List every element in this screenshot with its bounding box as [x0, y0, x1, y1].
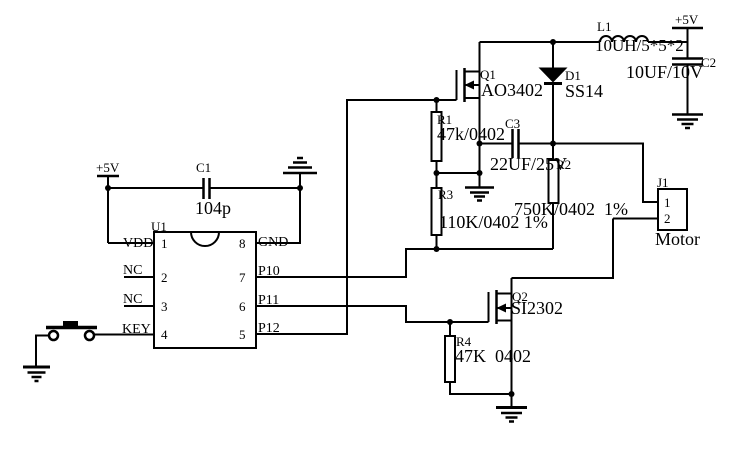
r1-ref-label: R1: [437, 112, 452, 127]
u1-pin7-num: 7: [239, 270, 246, 285]
c3-ref-label: C3: [505, 116, 520, 131]
q2-ref-label: Q2: [512, 289, 528, 304]
j1-pin2-num: 2: [664, 211, 671, 226]
c3-value-label: 22UF/25V: [490, 154, 567, 174]
r4-ref-label: R4: [456, 334, 472, 349]
mosfet-q1-symbol: [455, 42, 481, 144]
c1-ref-label: C1: [196, 160, 211, 175]
ground-symbol-inverted: [283, 156, 317, 188]
ic-u1-body: [153, 231, 257, 349]
capacitor-c1-symbol: [202, 178, 211, 199]
wire-p12: [256, 99, 457, 335]
mosfet-q2-symbol: [487, 278, 513, 394]
q2-part-label: SI2302: [511, 298, 563, 318]
ground-symbol-q2: [496, 394, 527, 423]
r2-value-label: 750K/0402 1%: [514, 199, 628, 219]
u1-pin2-num: 2: [161, 270, 168, 285]
power-flag-right: [672, 26, 703, 59]
u1-pin5-num: 5: [239, 327, 246, 342]
c2-value-label: 10UF/10V: [626, 62, 703, 82]
diode-d1-symbol: [538, 42, 568, 160]
j1-ref-label: J1: [657, 175, 669, 190]
r4-value-label: 47K 0402: [455, 346, 531, 366]
ground-symbol-c2: [672, 113, 703, 130]
wire: [518, 142, 658, 203]
wire: [511, 218, 614, 279]
r3-ref-label: R3: [438, 187, 453, 202]
l1-value-label: 10UH/5*5*2: [595, 36, 684, 55]
u1-pin7-name: P10: [258, 264, 280, 279]
u1-ref-label: U1: [151, 219, 167, 234]
u1-pin3-name: NC: [123, 292, 142, 307]
u1-pin5-name: P12: [258, 321, 280, 336]
connector-j1-body: [657, 188, 688, 231]
u1-pin2-name: NC: [123, 263, 142, 278]
ground-symbol-mid: [465, 173, 494, 202]
c2-ref-label: C2: [701, 55, 716, 70]
r2-ref-label: R2: [556, 157, 571, 172]
ground-symbol-button: [23, 365, 50, 383]
wire-p11: [256, 305, 489, 323]
u1-pin1-name: VDD: [123, 236, 153, 251]
resistor-r4-body: [444, 335, 456, 383]
u1-pin3-num: 3: [161, 299, 168, 314]
push-button: [35, 321, 97, 366]
ic-notch: [190, 231, 220, 247]
r3-value-label: 110K/0402 1%: [439, 212, 548, 232]
u1-pin4-name: KEY: [122, 322, 151, 337]
junction-dots: [105, 39, 556, 397]
q1-part-label: AO3402: [481, 80, 543, 100]
j1-label: Motor: [655, 229, 700, 249]
d1-ref-label: D1: [565, 68, 581, 83]
u1-pin6-name: P11: [258, 293, 279, 308]
u1-pin8-num: 8: [239, 236, 246, 251]
u1-pin8-name: GND: [258, 235, 288, 250]
power-label-right: +5V: [675, 12, 699, 27]
d1-part-label: SS14: [565, 81, 603, 101]
wire-p10: [256, 248, 553, 278]
u1-pin4-num: 4: [161, 327, 168, 342]
wire: [449, 382, 512, 395]
wire: [256, 188, 301, 244]
j1-pin1-num: 1: [664, 195, 671, 210]
inductor-l1-symbol: [599, 35, 649, 43]
c1-value-label: 104p: [195, 198, 231, 218]
u1-pin6-num: 6: [239, 299, 246, 314]
u1-pin1-num: 1: [161, 236, 168, 251]
l1-ref-label: L1: [597, 19, 611, 34]
q1-ref-label: Q1: [480, 67, 496, 82]
power-label-left: +5V: [96, 160, 120, 175]
r1-value-label: 47k/0402: [437, 124, 505, 144]
